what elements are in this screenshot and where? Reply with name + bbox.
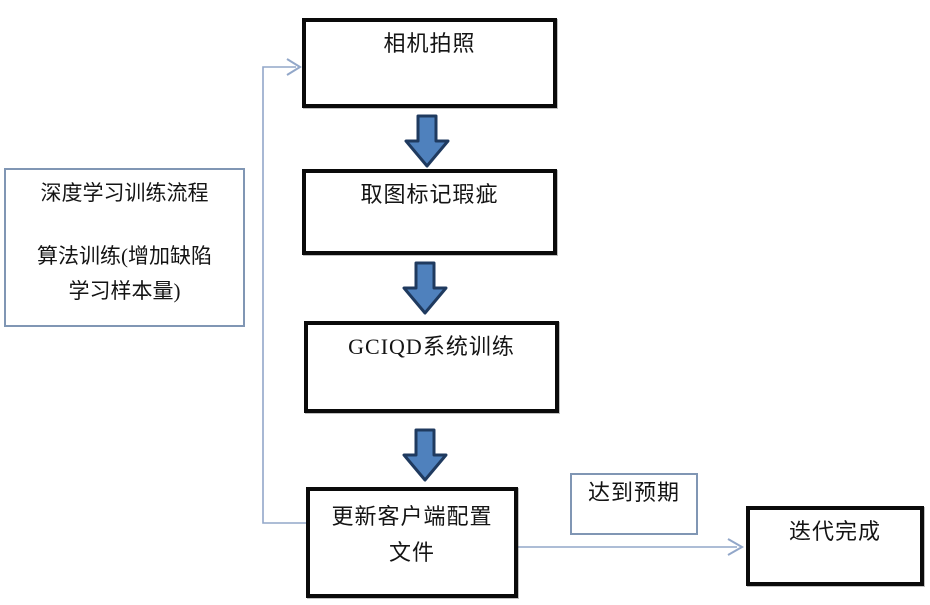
- node-label: 取图标记瑕疵: [360, 182, 499, 207]
- note-line: 深度学习训练流程: [40, 181, 209, 205]
- node-label: 相机拍照: [383, 31, 476, 56]
- node-update-client-config: 更新客户端配置 文件: [306, 487, 518, 598]
- feedback-arrowhead-icon: [286, 58, 302, 76]
- node-gciqd-training: GCIQD系统训练: [304, 321, 559, 413]
- node-mark-defects: 取图标记瑕疵: [302, 169, 557, 255]
- edge-label-expectation-reached: 达到预期: [570, 473, 698, 535]
- down-block-arrow-icon: [404, 114, 450, 168]
- note-deep-learning-process: 深度学习训练流程 算法训练(增加缺陷 学习样本量): [4, 168, 245, 327]
- node-label: GCIQD系统训练: [348, 334, 515, 359]
- node-label: 迭代完成: [788, 519, 881, 544]
- node-iteration-complete: 迭代完成: [746, 506, 924, 586]
- node-label: 更新客户端配置 文件: [310, 491, 514, 572]
- node-camera-capture: 相机拍照: [302, 18, 557, 108]
- down-block-arrow-icon: [402, 428, 448, 482]
- note-line: 算法训练(增加缺陷: [37, 244, 212, 268]
- note-line: 学习样本量): [68, 279, 181, 303]
- node-label-line1: 更新客户端配置: [331, 504, 493, 529]
- feedback-connector: [262, 58, 306, 524]
- result-arrowhead-icon: [727, 538, 745, 556]
- node-label-line2: 文件: [388, 540, 435, 566]
- note-gap: [6, 204, 243, 246]
- down-block-arrow-icon: [402, 261, 448, 315]
- edge-label-text: 达到预期: [587, 480, 680, 505]
- result-connector: [518, 538, 745, 556]
